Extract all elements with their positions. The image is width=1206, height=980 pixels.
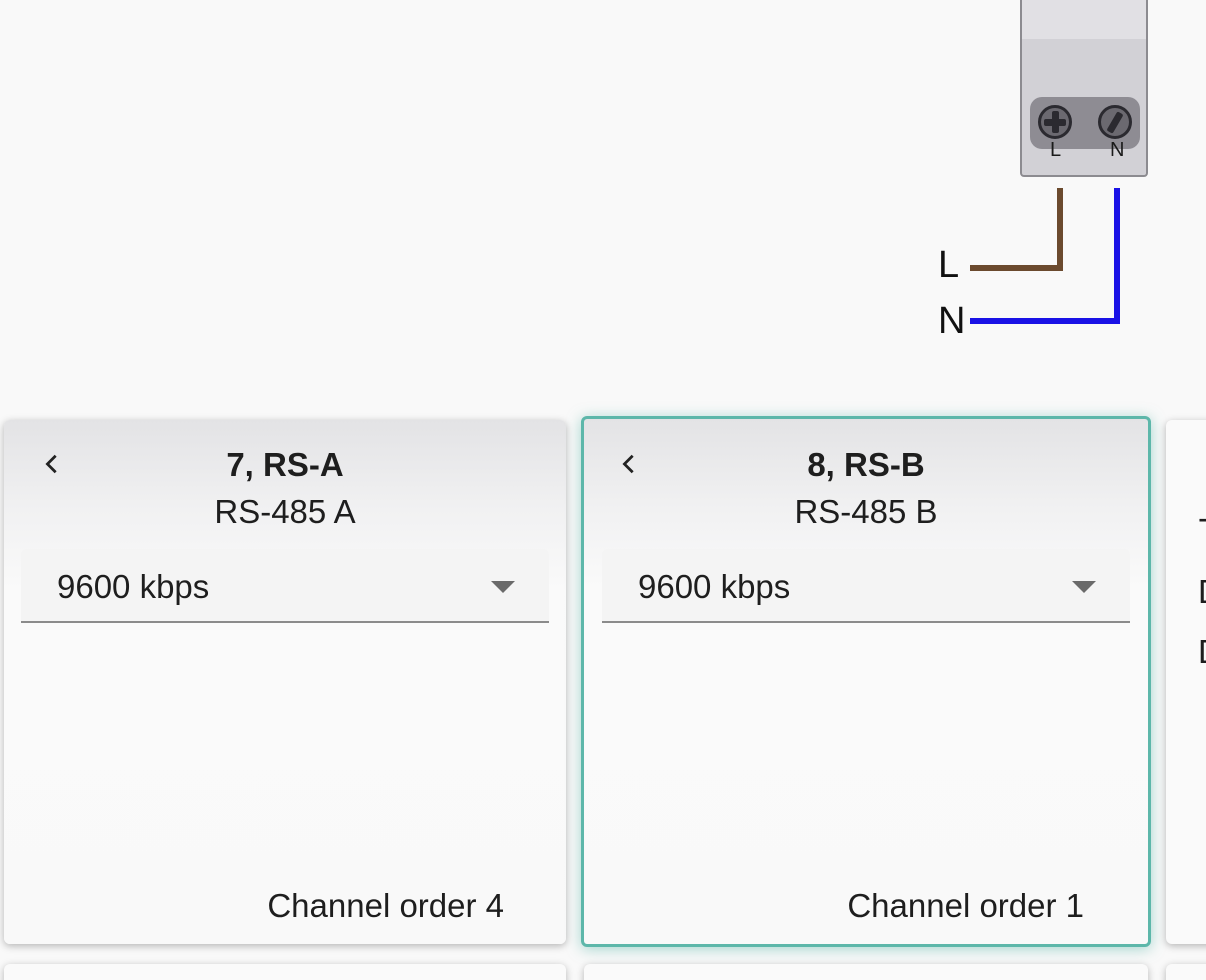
- channel-card-next-row[interactable]: [4, 964, 566, 980]
- dropdown-arrow-icon: [491, 581, 515, 593]
- channel-card-rs-b[interactable]: 8, RS-B RS-485 B 9600 kbps Channel order…: [581, 416, 1151, 947]
- channel-card-next-row[interactable]: [584, 964, 1148, 980]
- baud-rate-value: 9600 kbps: [638, 568, 791, 605]
- partial-card-line: D: [1198, 633, 1206, 671]
- terminal-label-n: N: [1110, 139, 1125, 161]
- power-device: L N: [1020, 0, 1148, 177]
- back-button[interactable]: [34, 446, 70, 482]
- card-title: 7, RS-A: [226, 446, 344, 483]
- terminal-label-l: L: [1050, 139, 1062, 161]
- wiring-lines: [970, 188, 1120, 324]
- wire-label-n: N: [938, 300, 966, 342]
- channel-card-partial[interactable]: - D D: [1166, 420, 1206, 944]
- terminal-block: [1030, 97, 1140, 149]
- back-button[interactable]: [611, 446, 647, 482]
- channel-card-next-row[interactable]: [1166, 964, 1206, 980]
- channel-card-rs-a[interactable]: 7, RS-A RS-485 A 9600 kbps Channel order…: [4, 420, 566, 944]
- partial-card-line: D: [1198, 573, 1206, 611]
- screw-terminal-l-icon: [1038, 105, 1072, 139]
- baud-rate-select[interactable]: 9600 kbps: [602, 549, 1130, 623]
- card-subtitle: RS-485 A: [214, 493, 356, 530]
- partial-card-line: -: [1198, 499, 1206, 537]
- baud-rate-value: 9600 kbps: [57, 568, 210, 605]
- channel-order-label: Channel order 4: [267, 887, 504, 924]
- card-title: 8, RS-B: [807, 446, 925, 483]
- screw-terminal-n-icon: [1098, 105, 1132, 139]
- card-subtitle: RS-485 B: [794, 493, 938, 530]
- baud-rate-select[interactable]: 9600 kbps: [21, 549, 549, 623]
- wire-label-l: L: [938, 244, 960, 286]
- dropdown-arrow-icon: [1072, 581, 1096, 593]
- chevron-left-icon: [45, 454, 57, 474]
- chevron-left-icon: [622, 454, 634, 474]
- wire-n: [970, 188, 1120, 324]
- wire-l: [970, 188, 1063, 271]
- device-housing-top: [1022, 0, 1146, 39]
- channel-order-label: Channel order 1: [847, 887, 1084, 924]
